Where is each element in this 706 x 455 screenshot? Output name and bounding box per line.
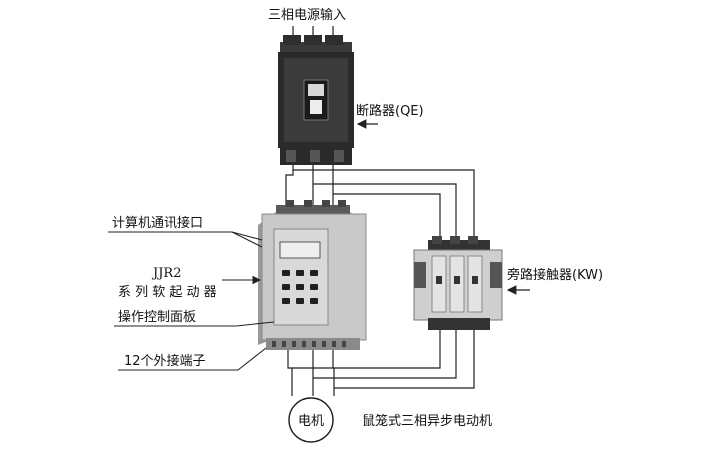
model-name-label: JJR2	[151, 266, 181, 281]
model-series-label: 系 列 软 起 动 器	[118, 285, 217, 300]
callout-lines	[108, 231, 275, 371]
motor-symbol-label: 电机	[298, 414, 324, 429]
motor-desc-label: 鼠笼式三相异步电动机	[362, 413, 492, 429]
circuit-breaker	[278, 35, 354, 165]
comm-port-label: 计算机通讯接口	[112, 215, 203, 231]
power-input-label: 三相电源输入	[268, 7, 346, 23]
motor-symbol	[288, 397, 334, 443]
wiring-lines	[285, 165, 475, 396]
bypass-contactor-label: 旁路接触器(KW)	[507, 267, 603, 283]
keypad	[282, 270, 318, 304]
breaker-label: 断路器(QE)	[356, 103, 424, 119]
bypass-contactor	[413, 236, 503, 330]
control-panel-label: 操作控制面板	[118, 309, 196, 325]
terminals-label: 12个外接端子	[124, 353, 206, 369]
soft-starter	[258, 200, 367, 350]
